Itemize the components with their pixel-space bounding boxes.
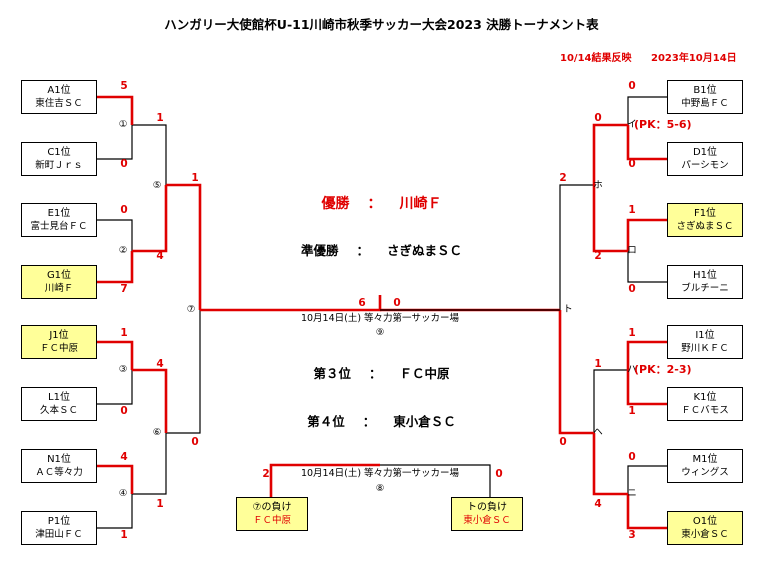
score-m5: 1 (191, 172, 199, 184)
match-label-mi: イ (627, 119, 637, 130)
score-final-right: 0 (393, 297, 401, 309)
score-e1: 0 (120, 204, 128, 216)
third-slot-right: トの負け東小倉ＳＣ (451, 497, 523, 531)
score-f1: 1 (628, 204, 636, 216)
match-label-m3: ③ (118, 364, 128, 375)
team-i1: I1位野川ＫＦＣ (667, 325, 743, 359)
final-venue: 10月14日(土) 等々力第一サッカー場 (300, 313, 460, 324)
score-mha: 1 (594, 358, 602, 370)
bracket-date: 2023年10月14日 (651, 53, 737, 64)
team-m1: M1位ウィングス (667, 449, 743, 483)
score-mi: 0 (594, 112, 602, 124)
result-runner-up: 準優勝：さぎぬまＳＣ (300, 243, 463, 258)
score-mhe: 0 (559, 436, 567, 448)
score-m1: 1 (156, 112, 164, 124)
match-label-mhe: ヘ (593, 427, 603, 438)
match-label-m7: ⑦ (186, 304, 196, 315)
match-label-final: ⑨ (375, 327, 385, 338)
score-mro: 2 (594, 250, 602, 262)
score-third-right: 0 (495, 468, 503, 480)
score-b1: 0 (628, 80, 636, 92)
result-third: 第３位：ＦＣ中原 (313, 366, 450, 381)
pk-note-mi: (PK：5-6) (634, 118, 692, 131)
team-c1: C1位新町Ｊｒｓ (21, 142, 97, 176)
score-mni: 4 (594, 498, 602, 510)
score-final-left: 6 (358, 297, 366, 309)
score-third-left: 2 (262, 468, 270, 480)
page-title: ハンガリー大使館杯U-11川崎市秋季サッカー大会2023 決勝トーナメント表 (164, 17, 599, 32)
result-champion: 優勝：川崎Ｆ (321, 196, 442, 212)
score-m6: 0 (191, 436, 199, 448)
score-h1: 0 (628, 283, 636, 295)
score-m4: 1 (156, 498, 164, 510)
match-label-mro: ロ (627, 245, 637, 256)
match-label-mni: ニ (627, 488, 637, 499)
third-venue: 10月14日(土) 等々力第一サッカー場 (300, 468, 460, 479)
score-m1: 0 (628, 451, 636, 463)
team-h1: H1位ブルチーニ (667, 265, 743, 299)
score-mho: 2 (559, 172, 567, 184)
match-label-m6: ⑥ (152, 427, 162, 438)
score-c1: 0 (120, 158, 128, 170)
match-label-m4: ④ (118, 488, 128, 499)
team-f1: F1位さぎぬまＳＣ (667, 203, 743, 237)
score-d1: 0 (628, 158, 636, 170)
match-label-m5: ⑤ (152, 180, 162, 191)
score-l1: 0 (120, 405, 128, 417)
result-fourth: 第４位：東小倉ＳＣ (307, 414, 456, 429)
team-p1: P1位津田山ＦＣ (21, 511, 97, 545)
result-note: 10/14結果反映 (560, 53, 632, 64)
score-p1: 1 (120, 529, 128, 541)
score-a1: 5 (120, 80, 128, 92)
team-d1: D1位パーシモン (667, 142, 743, 176)
team-o1: O1位東小倉ＳＣ (667, 511, 743, 545)
score-m2: 4 (156, 250, 164, 262)
match-label-m2: ② (118, 245, 128, 256)
match-label-third: ⑧ (375, 483, 385, 494)
team-g1: G1位川崎Ｆ (21, 265, 97, 299)
score-m3: 4 (156, 358, 164, 370)
team-a1: A1位東住吉ＳＣ (21, 80, 97, 114)
match-label-mha: ハ (627, 364, 637, 375)
score-g1: 7 (120, 283, 128, 295)
team-e1: E1位富士見台ＦＣ (21, 203, 97, 237)
team-b1: B1位中野島ＦＣ (667, 80, 743, 114)
score-i1: 1 (628, 327, 636, 339)
score-k1: 1 (628, 405, 636, 417)
match-label-m1: ① (118, 119, 128, 130)
pk-note-mha: (PK：2-3) (634, 363, 692, 376)
team-l1: L1位久本ＳＣ (21, 387, 97, 421)
score-o1: 3 (628, 529, 636, 541)
score-n1: 4 (120, 451, 128, 463)
match-label-mto: ト (563, 304, 573, 315)
score-j1: 1 (120, 327, 128, 339)
match-label-mho: ホ (593, 180, 603, 191)
